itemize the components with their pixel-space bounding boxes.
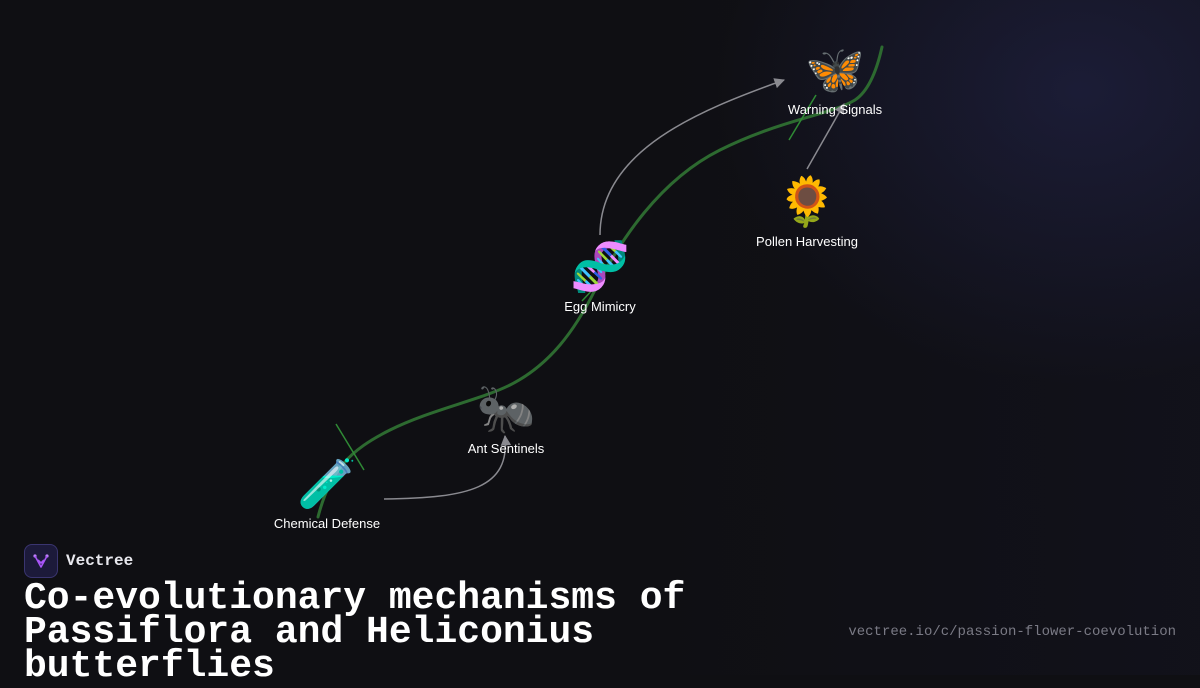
- edge-pollen-harvesting-to-warning-signals: [806, 103, 845, 170]
- path-tick-mark: [335, 423, 365, 471]
- path-tick-mark: [581, 285, 597, 302]
- page-title: Co-evolutionary mechanisms of Passiflora…: [24, 577, 686, 688]
- node-chemical-defense[interactable]: 🧪 Chemical Defense: [247, 456, 407, 531]
- node-label: Ant Sentinels: [467, 441, 545, 456]
- butterfly-icon: 🦋: [805, 42, 865, 98]
- node-label: Warning Signals: [787, 102, 883, 117]
- dna-icon: 🧬: [570, 239, 630, 295]
- node-ant-sentinels[interactable]: 🐜 Ant Sentinels: [426, 381, 586, 456]
- node-label: Egg Mimicry: [564, 299, 636, 314]
- edge-egg-mimicry-to-warning-signals: [599, 78, 785, 236]
- edge-chemical-defense-to-ant-sentinels: [383, 434, 512, 500]
- path-tick-mark: [788, 94, 817, 141]
- sunflower-icon: 🌻: [777, 174, 837, 230]
- node-warning-signals[interactable]: 🦋 Warning Signals: [755, 42, 915, 117]
- node-label: Chemical Defense: [273, 516, 381, 531]
- vectree-logo-icon: [24, 544, 58, 578]
- test-tube-icon: 🧪: [297, 456, 357, 512]
- node-label: Pollen Harvesting: [756, 234, 858, 249]
- node-egg-mimicry[interactable]: 🧬 Egg Mimicry: [520, 239, 680, 314]
- ant-icon: 🐜: [476, 381, 536, 437]
- source-url[interactable]: vectree.io/c/passion-flower-coevolution: [848, 624, 1176, 640]
- brand[interactable]: Vectree: [24, 544, 133, 578]
- brand-name: Vectree: [66, 552, 134, 570]
- node-pollen-harvesting[interactable]: 🌻 Pollen Harvesting: [727, 174, 887, 249]
